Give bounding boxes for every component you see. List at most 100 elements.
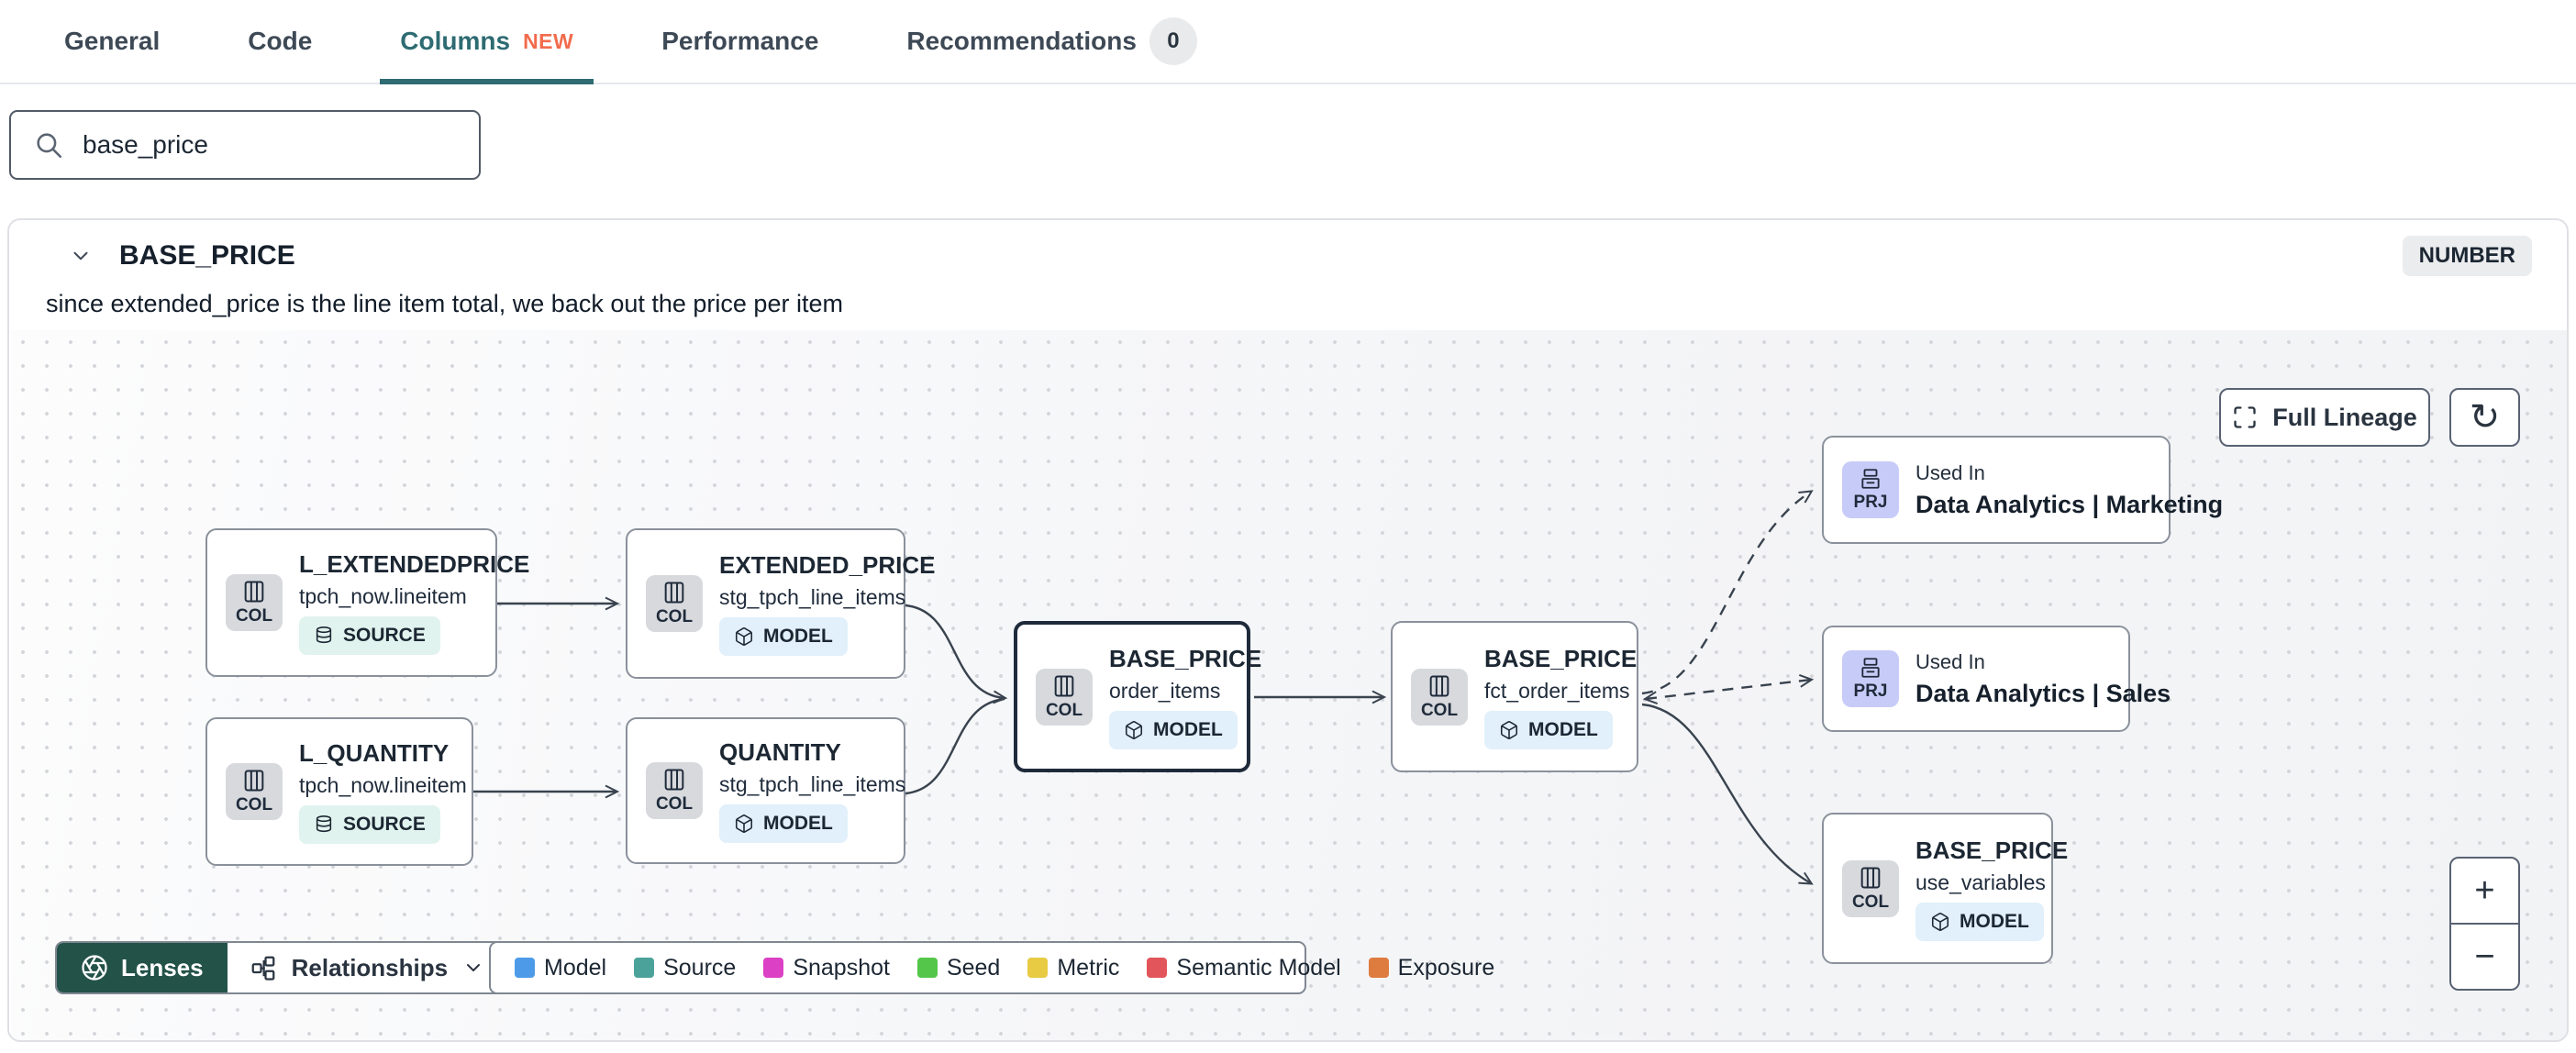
node-used-in-label: Used In [1915,649,1985,673]
lineage-canvas[interactable]: COL L_EXTENDEDPRICE tpch_now.lineitem SO… [11,330,2567,1040]
columns-icon [1860,867,1881,888]
cube-icon [1500,720,1518,739]
tab-recommendations[interactable]: Recommendations 0 [886,0,1217,83]
column-card: BASE_PRICE NUMBER since extended_price i… [7,218,2569,1042]
legend-swatch [515,958,535,978]
tab-label: Performance [661,27,819,55]
columns-icon [244,581,264,603]
column-description: since extended_price is the line item to… [46,290,843,317]
lineage-node-base-price-fct-order-items[interactable]: COL BASE_PRICE fct_order_items MODEL [1391,621,1638,772]
lineage-edges [473,490,1815,885]
legend-item-model: Model [515,955,606,981]
node-title: L_QUANTITY [299,739,450,767]
node-title: QUANTITY [719,738,841,766]
col-chip: COL [1842,859,1899,917]
lineage-node-base-price-order-items[interactable]: COL BASE_PRICE order_items MODEL [1014,621,1261,772]
tab-bar: General Code Columns NEW Performance Rec… [0,0,2576,84]
lineage-node-used-in-sales[interactable]: PRJ Used In Data Analytics | Sales [1822,626,2171,732]
cube-icon [1931,912,1949,931]
refresh-icon: ↻ [2469,397,2501,438]
refresh-button[interactable]: ↻ [2449,388,2520,447]
col-chip: COL [646,575,703,632]
zoom-in-button[interactable]: + [2474,870,2495,910]
columns-icon [1429,675,1449,696]
cube-icon [1125,720,1143,739]
aperture-icon [82,955,107,981]
legend-item-exposure: Exposure [1368,955,1494,981]
model-badge: MODEL [1915,902,2044,941]
tab-performance[interactable]: Performance [641,0,838,83]
column-title: BASE_PRICE [119,240,295,271]
legend-swatch [763,958,784,978]
node-subtitle: order_items [1109,678,1221,703]
node-project-name: Data Analytics | Sales [1915,679,2171,707]
model-badge: MODEL [719,617,848,656]
legend-item-snapshot: Snapshot [763,955,890,981]
lenses-toolbar: Lenses Relationships [55,941,509,994]
legend-swatch [634,958,655,978]
node-title: BASE_PRICE [1109,644,1262,672]
columns-icon [244,770,264,792]
expand-icon [2234,406,2256,428]
edge-quantity-baseprice [905,697,1005,795]
tab-label: Recommendations [906,27,1137,55]
legend-swatch [916,958,938,978]
prj-chip: PRJ [1842,461,1899,518]
col-chip: COL [226,763,283,820]
node-subtitle: use_variables [1915,870,2046,894]
node-title: EXTENDED_PRICE [719,551,936,579]
node-subtitle: stg_tpch_line_items [719,772,906,796]
column-card-header: BASE_PRICE NUMBER [9,220,2567,277]
tab-label: Code [248,27,313,55]
tab-label: Columns [400,27,511,55]
col-chip: COL [646,762,703,819]
zoom-out-button[interactable]: − [2451,923,2518,989]
columns-icon [664,769,684,791]
tab-code[interactable]: Code [228,0,332,83]
tab-columns[interactable]: Columns NEW [380,0,594,84]
relationships-dropdown[interactable]: Relationships [227,943,507,992]
database-icon [316,626,332,644]
lenses-button[interactable]: Lenses [57,943,228,992]
node-title: L_EXTENDEDPRICE [299,550,530,578]
node-subtitle: fct_order_items [1484,678,1630,703]
lineage-node-l-quantity[interactable]: COL L_QUANTITY tpch_now.lineitem SOURCE [205,717,473,866]
full-lineage-button[interactable]: Full Lineage [2219,388,2430,447]
legend-swatch [1027,958,1049,978]
new-badge: NEW [523,28,574,53]
node-subtitle: stg_tpch_line_items [719,585,906,609]
tab-label: General [64,27,161,55]
lineage-node-extended-price[interactable]: COL EXTENDED_PRICE stg_tpch_line_items M… [626,528,936,679]
model-badge: MODEL [1484,710,1613,749]
recommendations-count-badge: 0 [1149,17,1197,65]
cube-icon [735,815,753,833]
lineage-node-base-price-use-variables[interactable]: COL BASE_PRICE use_variables MODEL [1822,813,2068,964]
source-badge: SOURCE [299,805,440,844]
model-badge: MODEL [719,804,848,843]
node-title: BASE_PRICE [1915,836,2069,864]
search-box[interactable] [9,110,481,180]
search-input[interactable] [83,130,457,160]
lineage-node-quantity[interactable]: COL QUANTITY stg_tpch_line_items MODEL [626,717,905,864]
collapse-chevron-icon[interactable] [62,238,99,274]
node-used-in-label: Used In [1915,460,1985,484]
column-type-badge: NUMBER [2402,236,2532,276]
search-row [0,84,2576,180]
search-icon [37,133,62,159]
project-icon [1861,469,1880,489]
columns-icon [664,582,684,604]
cube-icon [735,627,753,646]
relationships-icon [251,956,274,981]
lineage-node-used-in-marketing[interactable]: PRJ Used In Data Analytics | Marketing [1822,436,2223,544]
legend-item-metric: Metric [1027,955,1119,981]
project-icon [1861,658,1880,678]
lineage-node-l-extendedprice[interactable]: COL L_EXTENDEDPRICE tpch_now.lineitem SO… [205,528,529,677]
col-chip: COL [1411,668,1468,726]
node-project-name: Data Analytics | Marketing [1915,490,2224,518]
node-title: BASE_PRICE [1484,644,1638,672]
database-icon [316,815,332,833]
edge-fctorderitems-marketing [1641,490,1814,695]
edge-extendedprice-baseprice [905,604,1008,704]
tab-general[interactable]: General [44,0,180,83]
col-chip: COL [226,574,283,631]
